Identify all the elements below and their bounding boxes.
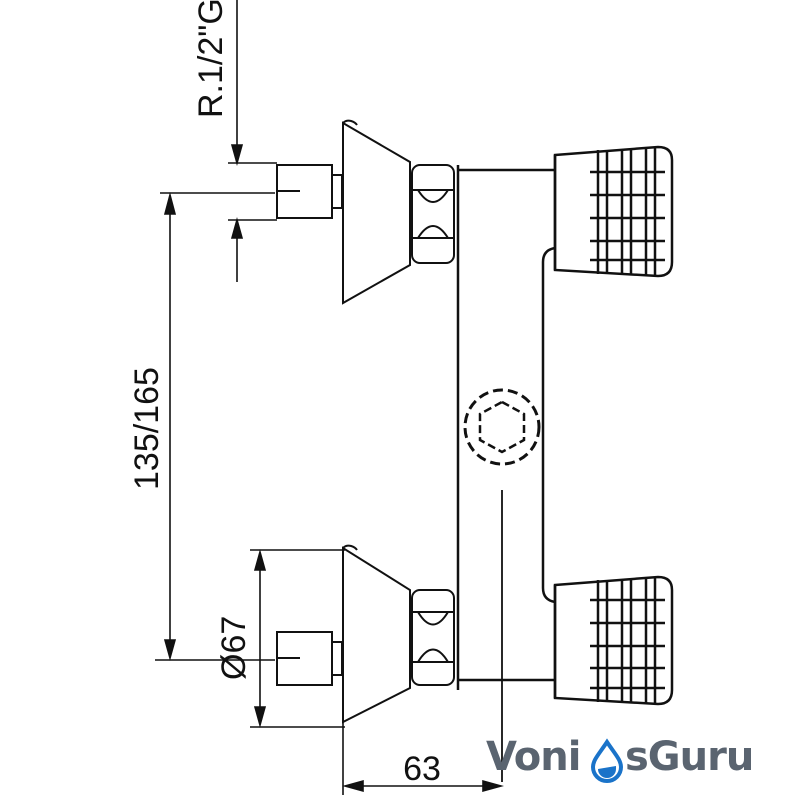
depth-label: 63 xyxy=(403,750,441,788)
svg-text:sGuru: sGuru xyxy=(625,734,753,780)
diameter-label: Ø67 xyxy=(215,616,253,680)
water-drop-icon xyxy=(590,738,624,783)
lower-inlet-connector xyxy=(276,544,455,724)
vonios-guru-logo: Voni sGuru xyxy=(486,734,754,783)
center-distance-label: 135/165 xyxy=(128,367,166,490)
upper-inlet-connector xyxy=(276,119,455,305)
depth-dimension xyxy=(342,722,504,795)
thread-dimension-label: R.1/2"G xyxy=(192,0,230,118)
lower-handle xyxy=(553,575,674,706)
diameter-dimension xyxy=(250,549,345,728)
logo-text-voni: Voni xyxy=(486,734,580,780)
mixer-body xyxy=(456,165,556,782)
svg-text:Voni: Voni xyxy=(486,734,580,780)
upper-handle xyxy=(553,145,674,278)
center-distance-dimension xyxy=(155,191,275,661)
thread-dimension xyxy=(228,0,277,282)
logo-text-sguru: sGuru xyxy=(625,734,753,780)
